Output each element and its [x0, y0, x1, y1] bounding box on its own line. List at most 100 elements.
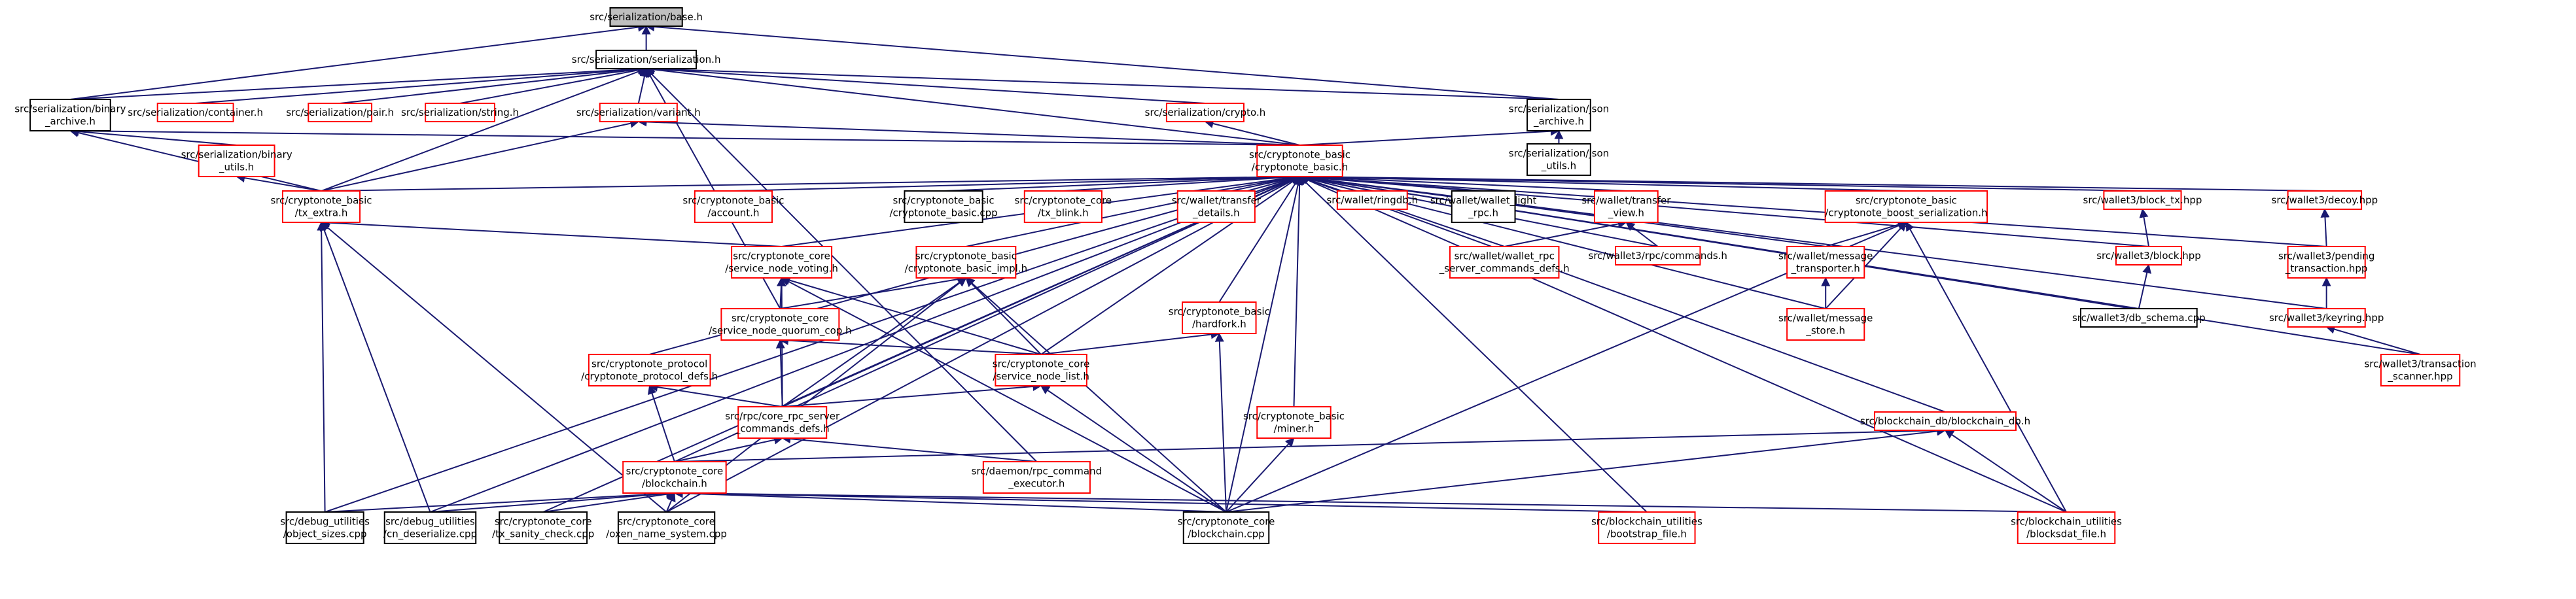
- node-label: /cryptonote_protocol_defs.h: [581, 371, 718, 383]
- node-src-cryptonote-basic-tx-extra-h[interactable]: src/cryptonote_basic/tx_extra.h: [270, 190, 372, 223]
- node-box: [1786, 308, 1865, 341]
- node-label: _commands_defs.h: [735, 423, 830, 436]
- node-src-cryptonote-basic-hardfork-h[interactable]: src/cryptonote_basic/hardfork.h: [1169, 301, 1270, 334]
- node-box: [383, 511, 477, 544]
- edge-arrow: [673, 488, 1227, 513]
- node-src-blockchain-db-blockchain-db-h[interactable]: src/blockchain_db/blockchain_db.h: [1860, 411, 2030, 431]
- node-src-cryptonote-basic-cryptonote-boost-serialization-h[interactable]: src/cryptonote_basic/cryptonote_boost_se…: [1824, 190, 1988, 223]
- node-src-wallet3-decoy-hpp[interactable]: src/wallet3/decoy.hpp: [2272, 190, 2378, 210]
- node-src-serialization-serialization-h[interactable]: src/serialization/serialization.h: [572, 50, 721, 69]
- edge-arrow: [666, 176, 1301, 513]
- node-label: src/debug_utilities: [385, 516, 475, 528]
- node-src-wallet3-transaction-scanner-hpp[interactable]: src/wallet3/transaction_scanner.hpp: [2364, 354, 2477, 386]
- node-src-wallet-message-store-h[interactable]: src/wallet/message_store.h: [1778, 308, 1873, 341]
- node-src-serialization-variant-h[interactable]: src/serialization/variant.h: [576, 103, 701, 122]
- node-src-serialization-pair-h[interactable]: src/serialization/pair.h: [286, 103, 394, 122]
- node-src-debug-utilities-object-sizes-cpp[interactable]: src/debug_utilities/object_sizes.cpp: [280, 511, 370, 544]
- node-box: [720, 308, 840, 341]
- edge-arrow: [321, 172, 1301, 192]
- node-src-cryptonote-core-oxen-name-system-cpp[interactable]: src/cryptonote_core/oxen_name_system.cpp: [606, 511, 727, 544]
- node-src-wallet3-keyring-hpp[interactable]: src/wallet3/keyring.hpp: [2269, 308, 2384, 328]
- node-src-cryptonote-core-blockchain-cpp[interactable]: src/cryptonote_core/blockchain.cpp: [1178, 511, 1275, 544]
- node-src-cryptonote-basic-cryptonote-basic-impl-h[interactable]: src/cryptonote_basic/cryptonote_basic_im…: [905, 246, 1027, 279]
- node-src-wallet3-db-schema-cpp[interactable]: src/wallet3/db_schema.cpp: [2072, 308, 2206, 328]
- node-src-serialization-container-h[interactable]: src/serialization/container.h: [128, 103, 263, 122]
- node-box: [425, 103, 495, 122]
- node-box: [1176, 190, 1256, 223]
- node-label: _server_commands_defs.h: [1439, 263, 1570, 275]
- node-box: [1615, 246, 1701, 265]
- node-box: [285, 511, 364, 544]
- node-src-wallet3-pending-transaction-hpp[interactable]: src/wallet3/pending_transaction.hpp: [2278, 246, 2374, 279]
- node-src-cryptonote-core-service-node-quorum-cop-h[interactable]: src/cryptonote_core/service_node_quorum_…: [709, 308, 852, 341]
- edge-arrow: [1218, 175, 1301, 303]
- node-src-serialization-base-h[interactable]: src/serialization/base.h: [590, 7, 703, 27]
- node-src-serialization-string-h[interactable]: src/serialization/string.h: [401, 103, 519, 122]
- node-src-wallet3-rpc-commands-h[interactable]: src/wallet3/rpc/commands.h: [1589, 246, 1727, 265]
- edge-arrow: [1825, 221, 1907, 309]
- node-label: src/wallet3/transaction: [2364, 358, 2476, 370]
- node-box: [1451, 190, 1516, 223]
- node-src-cryptonote-core-tx-sanity-check-cpp[interactable]: src/cryptonote_core/tx_sanity_check.cpp: [492, 511, 594, 544]
- node-label: /blockchain.h: [642, 478, 707, 490]
- edge-arrow: [782, 382, 1042, 407]
- node-src-blockchain-utilities-bootstrap-file-h[interactable]: src/blockchain_utilities/bootstrap_file.…: [1591, 511, 1703, 544]
- node-src-serialization-binary-archive-h[interactable]: src/serialization/binary_archive.h: [14, 99, 126, 131]
- node-box: [982, 461, 1091, 494]
- node-src-cryptonote-core-service-node-list-h[interactable]: src/cryptonote_core/service_node_list.h: [993, 354, 1090, 386]
- node-src-serialization-crypto-h[interactable]: src/serialization/crypto.h: [1145, 103, 1266, 122]
- node-label: src/cryptonote_basic: [1243, 411, 1345, 423]
- edge-arrow: [775, 339, 785, 407]
- node-box: [29, 99, 111, 131]
- node-src-wallet-wallet-rpc-server-commands-defs-h[interactable]: src/wallet/wallet_rpc_server_commands_de…: [1439, 246, 1570, 279]
- node-src-rpc-core-rpc-server-commands-defs-h[interactable]: src/rpc/core_rpc_server_commands_defs.h: [725, 406, 840, 439]
- node-src-cryptonote-basic-cryptonote-basic-h[interactable]: src/cryptonote_basic/cryptonote_basic.h: [1249, 145, 1350, 177]
- node-label: src/wallet/transfer: [1172, 195, 1262, 207]
- node-label: /hardfork.h: [1192, 318, 1246, 330]
- node-box: [2287, 190, 2363, 210]
- node-label: src/blockchain_db/blockchain_db.h: [1860, 415, 2030, 428]
- node-label: _rpc.h: [1468, 207, 1498, 220]
- node-src-wallet-ringdb-h[interactable]: src/wallet/ringdb.h: [1326, 190, 1418, 210]
- node-src-cryptonote-basic-account-h[interactable]: src/cryptonote_basic/account.h: [682, 190, 784, 223]
- node-label: src/cryptonote_basic: [1856, 195, 1957, 207]
- node-src-serialization-json-archive-h[interactable]: src/serialization/json_archive.h: [1509, 99, 1609, 131]
- node-label: /blocksdat_file.h: [2026, 528, 2106, 541]
- node-src-wallet-transfer-view-h[interactable]: src/wallet/transfer_view.h: [1581, 190, 1671, 223]
- node-label: src/wallet/wallet_rpc: [1455, 250, 1555, 263]
- node-src-serialization-json-utils-h[interactable]: src/serialization/json_utils.h: [1509, 143, 1609, 176]
- node-src-cryptonote-core-service-node-voting-h[interactable]: src/cryptonote_core/service_node_voting.…: [725, 246, 838, 279]
- node-src-blockchain-utilities-blocksdat-file-h[interactable]: src/blockchain_utilities/blocksdat_file.…: [2011, 511, 2122, 544]
- node-box: [904, 190, 983, 223]
- edge-arrow: [673, 488, 2067, 513]
- edge-arrow: [2138, 264, 2152, 309]
- edge-arrow: [781, 434, 1037, 462]
- node-box: [1256, 145, 1343, 177]
- node-label: /bootstrap_file.h: [1607, 528, 1687, 541]
- node-src-daemon-rpc-command-executor-h[interactable]: src/daemon/rpc_command_executor.h: [972, 461, 1103, 494]
- edge-arrow: [1299, 172, 1907, 192]
- node-src-cryptonote-basic-cryptonote-basic-cpp[interactable]: src/cryptonote_basic/cryptonote_basic.cp…: [889, 190, 998, 223]
- node-src-serialization-binary-utils-h[interactable]: src/serialization/binary_utils.h: [181, 145, 292, 177]
- node-src-wallet3-block-hpp[interactable]: src/wallet3/block.hpp: [2096, 246, 2201, 265]
- node-src-wallet3-block-tx-hpp[interactable]: src/wallet3/block_tx.hpp: [2083, 190, 2202, 210]
- node-src-cryptonote-basic-miner-h[interactable]: src/cryptonote_basic/miner.h: [1243, 406, 1345, 439]
- node-label: /service_node_voting.h: [725, 263, 838, 275]
- edge-arrow: [637, 67, 649, 104]
- node-box: [609, 7, 683, 27]
- node-src-cryptonote-protocol-cryptonote-protocol-defs-h[interactable]: src/cryptonote_protocol/cryptonote_proto…: [581, 354, 718, 386]
- edge-arrow: [1905, 221, 2067, 513]
- node-src-wallet-wallet-light-rpc-h[interactable]: src/wallet/wallet_light_rpc.h: [1430, 190, 1537, 223]
- node-label: src/cryptonote_protocol: [591, 358, 707, 371]
- edge-arrow: [69, 127, 237, 146]
- node-label: src/cryptonote_core: [993, 358, 1090, 371]
- node-box: [1594, 190, 1659, 223]
- node-box: [2287, 246, 2366, 279]
- node-src-wallet-message-transporter-h[interactable]: src/wallet/message_transporter.h: [1778, 246, 1873, 279]
- node-src-cryptonote-core-tx-blink-h[interactable]: src/cryptonote_core/tx_blink.h: [1015, 190, 1112, 223]
- node-box: [308, 103, 373, 122]
- node-src-cryptonote-core-blockchain-h[interactable]: src/cryptonote_core/blockchain.h: [622, 461, 727, 494]
- node-src-wallet-transfer-details-h[interactable]: src/wallet/transfer_details.h: [1172, 190, 1262, 223]
- node-label: _details.h: [1192, 207, 1240, 220]
- node-src-debug-utilities-cn-deserialize-cpp[interactable]: src/debug_utilities/cn_deserialize.cpp: [383, 511, 477, 544]
